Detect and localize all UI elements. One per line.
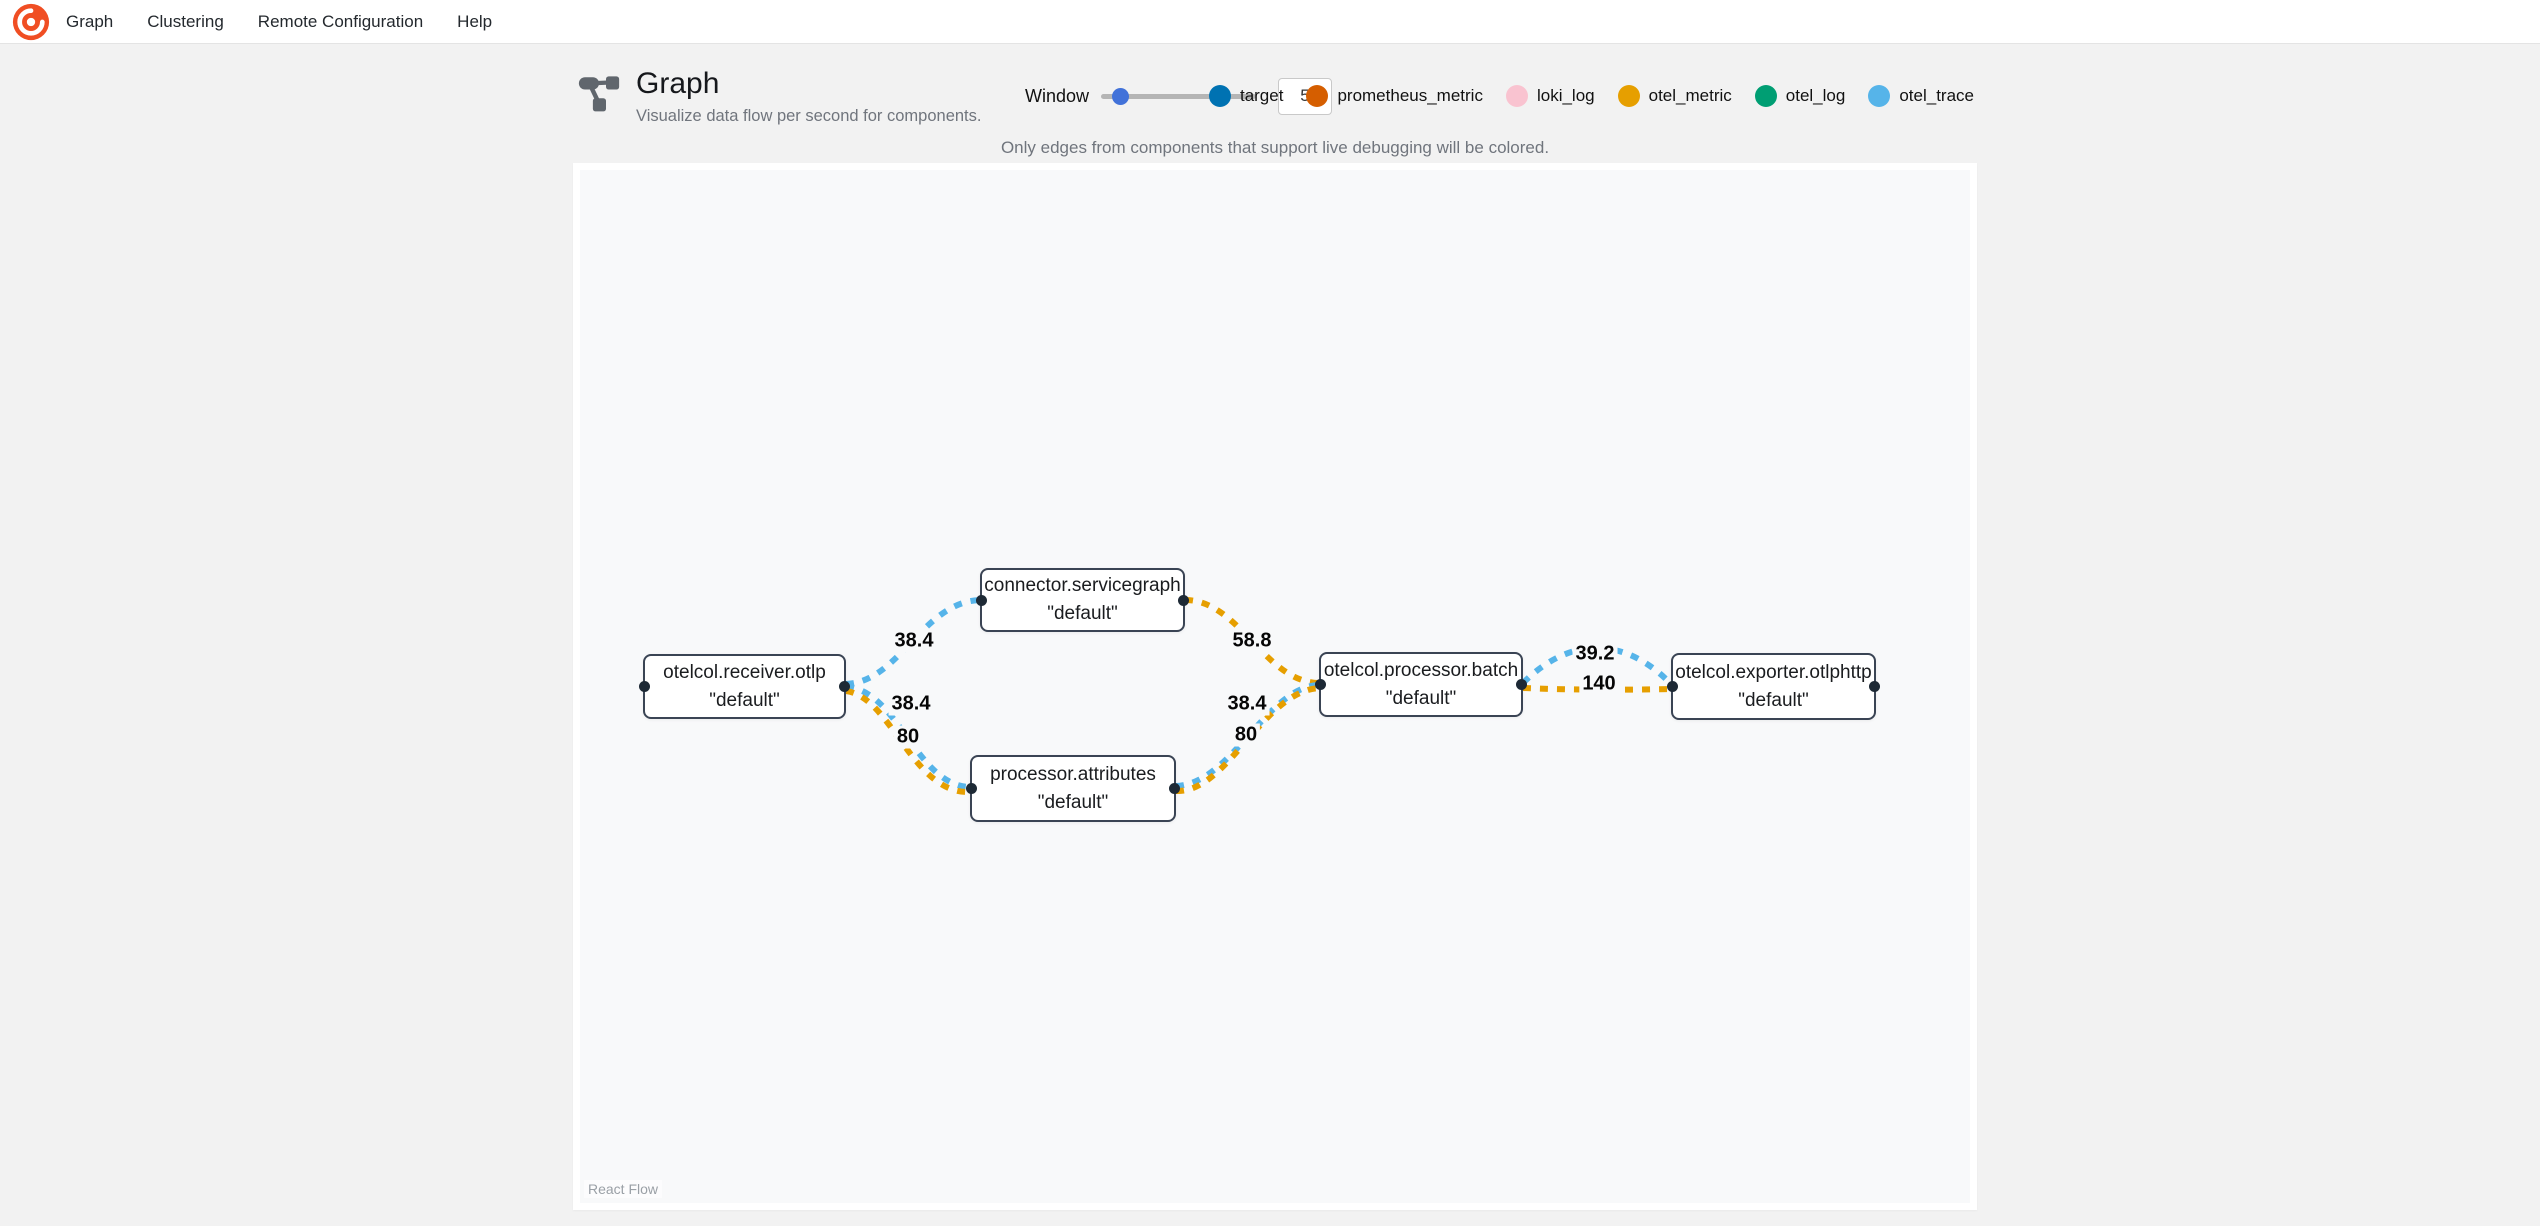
graph-node-servicegraph[interactable]: connector.servicegraph "default": [976, 568, 1189, 632]
menu-item-graph[interactable]: Graph: [66, 11, 114, 31]
legend-item-prometheus_metric: prometheus_metric: [1306, 85, 1483, 107]
page-title: Graph: [636, 67, 720, 100]
menu-item-clustering[interactable]: Clustering: [147, 11, 224, 31]
main-menu: Graph Clustering Remote Configuration Help: [66, 12, 492, 32]
legend-item-otel_metric: otel_metric: [1617, 85, 1732, 107]
top-nav: Graph Clustering Remote Configuration Help: [0, 0, 2540, 44]
react-flow-attribution[interactable]: React Flow: [584, 1180, 663, 1198]
input-handle: [966, 783, 977, 794]
node-component-name: otelcol.processor.batch: [1323, 659, 1519, 681]
graph-canvas[interactable]: React Flow 38.4 38.4 80 58.8 38.4 80 39.2 140 ot…: [580, 170, 1970, 1203]
legend-item-otel_trace: otel_trace: [1868, 85, 1974, 107]
edge-type-legend: target prometheus_metric loki_log otel_metr…: [1208, 76, 1974, 116]
output-handle: [1516, 679, 1527, 690]
edge-receiver-to-attributes-otel_trace: [845, 684, 971, 790]
loki_log-color-dot: [1505, 85, 1528, 107]
graph-node-batch[interactable]: otelcol.processor.batch "default": [1315, 652, 1527, 717]
edge-rate-label: 80: [1231, 723, 1261, 747]
graph-node-receiver[interactable]: otelcol.receiver.otlp "default": [639, 654, 850, 719]
edge-rate-label: 38.4: [888, 692, 934, 716]
node-component-label: "default": [1738, 689, 1809, 711]
node-component-name: otelcol.receiver.otlp: [663, 661, 826, 683]
slider-track[interactable]: [1101, 94, 1257, 99]
window-slider[interactable]: [1101, 88, 1257, 105]
prometheus_metric-color-dot: [1306, 85, 1329, 107]
node-component-name: processor.attributes: [990, 763, 1156, 785]
input-handle: [639, 681, 650, 692]
input-handle: [976, 594, 987, 606]
node-component-label: "default": [1385, 687, 1457, 709]
otel_log-color-dot: [1754, 85, 1777, 107]
output-handle: [1869, 681, 1880, 692]
edge-rate-label: 58.8: [1229, 629, 1275, 653]
graph-card: React Flow 38.4 38.4 80 58.8 38.4 80 39.2 140 ot…: [573, 163, 1977, 1210]
edge-rate-label: 38.4: [891, 629, 937, 653]
node-component-name: otelcol.exporter.otlphttp: [1675, 661, 1872, 683]
legend-item-loki_log: loki_log: [1505, 85, 1595, 107]
page-subtitle: Visualize data flow per second for compo…: [636, 107, 982, 125]
alloy-logo[interactable]: [12, 3, 50, 41]
output-handle: [1178, 594, 1189, 606]
graph-node-attributes[interactable]: processor.attributes "default": [966, 755, 1180, 822]
node-component-label: "default": [1047, 603, 1118, 624]
edge-rate-label: 140: [1579, 672, 1619, 696]
edge-receiver-to-attributes-otel_metric: [845, 688, 971, 796]
edge-receiver-to-servicegraph-otel_trace: [845, 597, 981, 687]
graph-icon: [578, 76, 620, 112]
window-label: Window: [1025, 85, 1090, 106]
edge-batch-to-exporter-otel_trace: [1520, 645, 1675, 688]
edge-rate-label: 80: [893, 725, 923, 749]
slider-thumb[interactable]: [1111, 88, 1129, 105]
otel_trace-color-dot: [1868, 85, 1891, 107]
node-component-label: "default": [1037, 791, 1109, 813]
legend-item-otel_log: otel_log: [1754, 85, 1846, 107]
otel_metric-color-dot: [1617, 85, 1640, 107]
menu-item-help[interactable]: Help: [457, 11, 493, 31]
edge-rate-label: 38.4: [1224, 692, 1270, 716]
debug-note: Only edges from components that support …: [1000, 138, 1550, 157]
output-handle: [839, 681, 850, 692]
node-component-name: connector.servicegraph: [984, 575, 1181, 597]
input-handle: [1315, 679, 1326, 690]
edge-servicegraph-to-batch-otel_metric: [1184, 597, 1320, 686]
alloy-logo-icon: [12, 3, 50, 40]
edge-rate-label: 39.2: [1572, 642, 1618, 666]
page-header: Graph Visualize data flow per second for…: [578, 66, 981, 126]
output-handle: [1169, 783, 1180, 794]
legend-label: prometheus_metric: [1337, 86, 1483, 105]
graph-node-exporter[interactable]: otelcol.exporter.otlphttp "default": [1667, 653, 1880, 720]
target-color-dot: [1208, 85, 1231, 107]
input-handle: [1667, 681, 1678, 692]
legend-label: target: [1239, 86, 1284, 105]
legend-item-target: target: [1208, 85, 1284, 107]
legend-label: otel_metric: [1648, 86, 1732, 105]
legend-label: otel_log: [1785, 86, 1846, 105]
menu-item-remote-configuration[interactable]: Remote Configuration: [257, 11, 424, 31]
node-component-label: "default": [709, 689, 780, 711]
legend-label: loki_log: [1536, 86, 1595, 105]
legend-label: otel_trace: [1899, 86, 1974, 105]
